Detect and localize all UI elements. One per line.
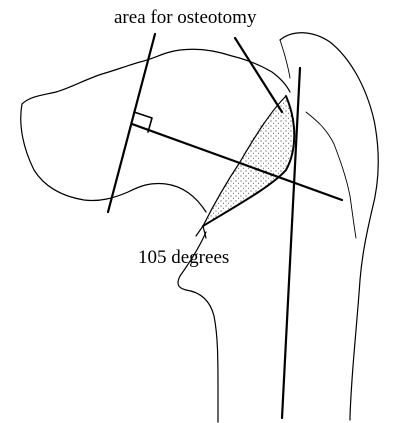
trochanter-ridge-line	[305, 111, 357, 239]
head-perpendicular-line	[106, 32, 157, 214]
osteotomy-wedge	[203, 100, 294, 226]
osteotomy-wedge-lower-edge	[202, 95, 296, 227]
angle-vertex-mark	[195, 225, 207, 239]
femoral-head-outline	[21, 48, 291, 105]
angle-label: 105 degrees	[138, 247, 229, 268]
femoral-neck-lower-outline	[20, 103, 207, 213]
trochanter-inner-line	[279, 39, 291, 79]
right-angle-marker	[133, 111, 153, 133]
osteotomy-area-label: area for osteotomy	[114, 7, 257, 28]
neck-axis-line	[130, 122, 344, 202]
medial-shaft-outline	[177, 231, 219, 423]
greater-trochanter-outline	[279, 32, 379, 421]
shaft-axis-line	[280, 66, 302, 420]
osteotomy-leader-line	[233, 36, 284, 114]
